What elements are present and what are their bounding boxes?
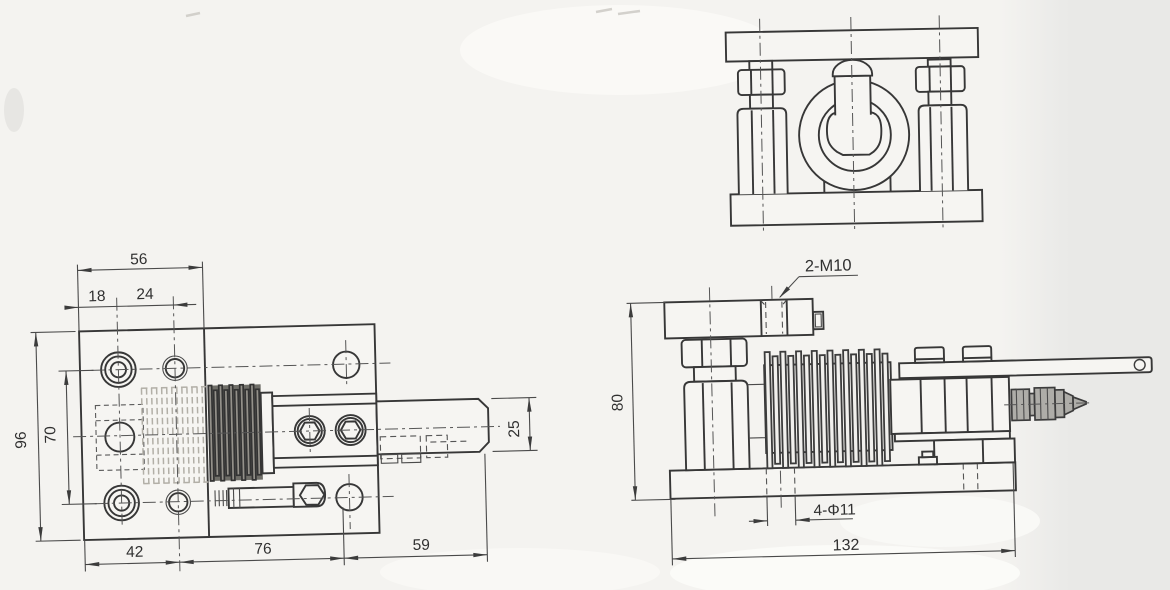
svg-text:70: 70 [42, 426, 59, 444]
svg-text:56: 56 [130, 251, 148, 268]
svg-text:59: 59 [412, 537, 430, 554]
svg-text:2-M10: 2-M10 [805, 256, 852, 275]
svg-text:4-Φ11: 4-Φ11 [813, 501, 856, 519]
svg-text:132: 132 [832, 537, 859, 555]
svg-text:25: 25 [506, 420, 523, 438]
svg-text:76: 76 [254, 540, 272, 557]
svg-text:96: 96 [13, 431, 30, 449]
svg-text:42: 42 [126, 544, 144, 561]
svg-text:80: 80 [609, 393, 626, 411]
svg-text:24: 24 [136, 286, 154, 303]
svg-text:18: 18 [88, 288, 106, 305]
